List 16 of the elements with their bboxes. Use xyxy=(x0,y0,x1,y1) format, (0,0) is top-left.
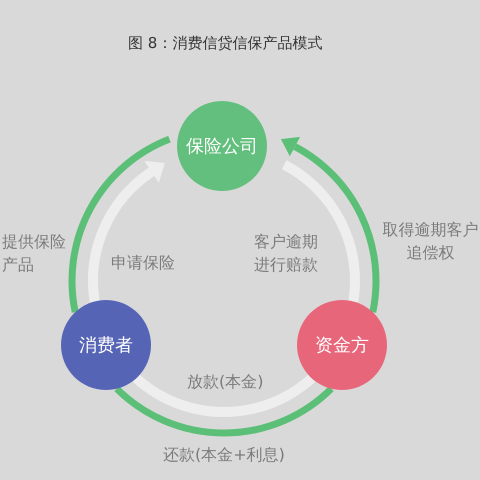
circle-node: 消费者 xyxy=(61,300,151,390)
edge-label: 放款(本金) xyxy=(187,371,264,393)
circle-node: 保险公司 xyxy=(177,101,267,191)
curved-line xyxy=(282,160,360,302)
curved-line xyxy=(114,386,334,436)
edge-label: 取得逾期客户追偿权 xyxy=(382,219,480,264)
edge-label: 提供保险产品 xyxy=(2,231,67,276)
edge-label: 还款(本金+利息) xyxy=(163,444,285,466)
curved-arrow xyxy=(281,137,380,313)
curved-line xyxy=(68,136,171,313)
curved-line xyxy=(133,374,315,417)
edge-label: 客户逾期进行赔款 xyxy=(254,231,319,276)
title: 图 8：消费信贷信保产品模式 xyxy=(128,33,322,53)
curved-arrow xyxy=(88,161,164,302)
circle-node: 资金方 xyxy=(297,300,387,390)
edge-label: 申请保险 xyxy=(111,252,175,274)
